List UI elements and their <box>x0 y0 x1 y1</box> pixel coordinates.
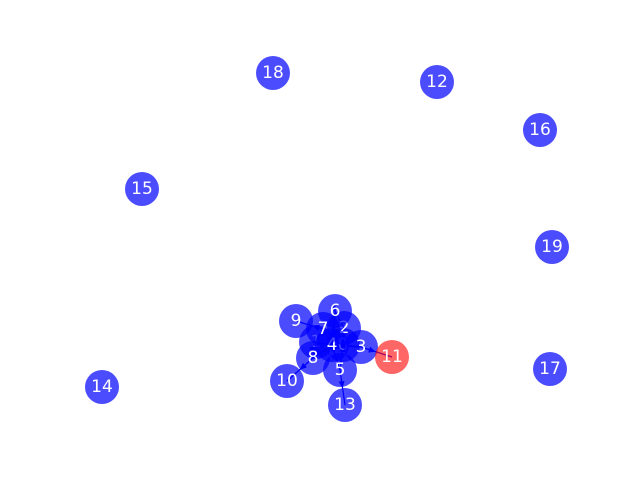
node-label-8: 8 <box>308 348 319 368</box>
node-label-19: 19 <box>541 237 563 257</box>
node-13[interactable]: 13 <box>328 388 362 422</box>
node-8[interactable]: 8 <box>296 341 330 375</box>
node-label-2: 2 <box>339 318 350 338</box>
node-label-6: 6 <box>330 301 341 321</box>
node-circle-9[interactable] <box>279 304 313 338</box>
node-5[interactable]: 5 <box>323 353 357 387</box>
node-label-18: 18 <box>262 63 284 83</box>
node-label-11: 11 <box>381 347 403 367</box>
node-19[interactable]: 19 <box>535 230 569 264</box>
node-15[interactable]: 15 <box>125 172 159 206</box>
node-14[interactable]: 14 <box>85 370 119 404</box>
node-3[interactable]: 3 <box>344 330 378 364</box>
node-circle-11[interactable] <box>375 340 409 374</box>
node-label-9: 9 <box>291 311 302 331</box>
node-circle-7[interactable] <box>306 312 340 346</box>
node-label-7: 7 <box>318 319 329 339</box>
node-circle-8[interactable] <box>296 341 330 375</box>
node-circle-10[interactable] <box>270 364 304 398</box>
node-circle-19[interactable] <box>535 230 569 264</box>
node-11[interactable]: 11 <box>375 340 409 374</box>
node-label-14: 14 <box>91 377 113 397</box>
node-10[interactable]: 10 <box>270 364 304 398</box>
node-label-10: 10 <box>276 371 298 391</box>
node-circle-3[interactable] <box>344 330 378 364</box>
node-circle-18[interactable] <box>256 56 290 90</box>
node-circle-14[interactable] <box>85 370 119 404</box>
node-label-12: 12 <box>426 72 448 92</box>
nodes-layer: 012345678910111213141516171819 <box>85 56 569 422</box>
node-label-5: 5 <box>335 360 346 380</box>
node-circle-12[interactable] <box>420 65 454 99</box>
node-label-16: 16 <box>529 120 551 140</box>
node-label-4: 4 <box>327 335 338 355</box>
node-circle-16[interactable] <box>523 113 557 147</box>
node-label-3: 3 <box>356 337 367 357</box>
node-18[interactable]: 18 <box>256 56 290 90</box>
node-circle-15[interactable] <box>125 172 159 206</box>
node-label-13: 13 <box>334 395 356 415</box>
node-label-17: 17 <box>539 359 561 379</box>
node-label-15: 15 <box>131 179 153 199</box>
node-16[interactable]: 16 <box>523 113 557 147</box>
node-7[interactable]: 7 <box>306 312 340 346</box>
node-circle-17[interactable] <box>533 352 567 386</box>
node-12[interactable]: 12 <box>420 65 454 99</box>
node-circle-13[interactable] <box>328 388 362 422</box>
node-9[interactable]: 9 <box>279 304 313 338</box>
node-17[interactable]: 17 <box>533 352 567 386</box>
node-circle-5[interactable] <box>323 353 357 387</box>
